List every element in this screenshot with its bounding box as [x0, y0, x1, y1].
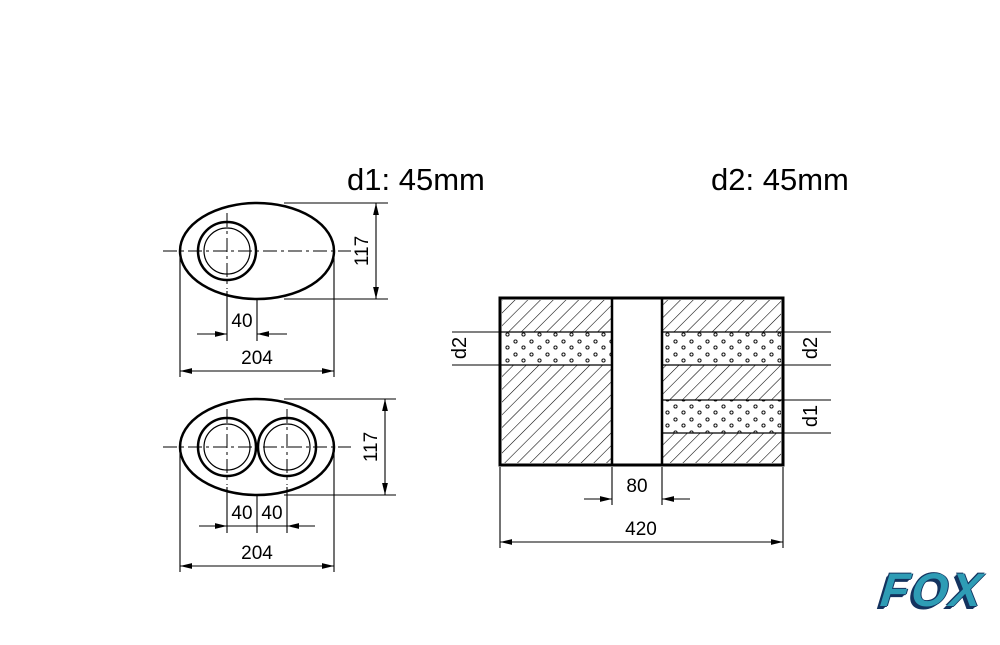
dim-offset-top: 40 — [231, 311, 252, 332]
oval-shell — [178, 201, 336, 301]
hatch-area — [502, 365, 612, 463]
chamber-channel — [613, 299, 661, 464]
hatch-area — [662, 365, 781, 400]
longitudinal-section: d2 d2 d1 80 420 — [449, 296, 831, 548]
cross-section-twin-pipe: 117 40 40 204 — [163, 397, 396, 572]
dim-width-top: 204 — [241, 348, 273, 369]
dim-offset-left: 40 — [231, 503, 252, 524]
dim-body-length: 420 — [625, 519, 657, 540]
spec-d2-label: d2: 45mm — [711, 162, 849, 197]
dim-width-bottom: 204 — [241, 543, 273, 564]
dim-height-bottom: 117 — [361, 432, 382, 462]
dim-height-top: 117 — [352, 236, 373, 266]
dim-offset-right: 40 — [261, 503, 282, 524]
perforation-area — [502, 332, 612, 365]
pipe-right-outer — [256, 416, 318, 478]
pipe-left-outer — [196, 416, 258, 478]
hatch-area — [662, 433, 781, 463]
port-label-d2-left: d2 — [449, 337, 471, 359]
fox-logo: FOX — [878, 563, 987, 616]
port-label-d2-right: d2 — [800, 337, 822, 359]
body-outline — [498, 296, 785, 467]
pipe-left-inner — [203, 423, 251, 471]
oval-shell — [178, 397, 336, 497]
spec-d1-label: d1: 45mm — [347, 162, 485, 197]
perforation-area — [662, 400, 781, 433]
port-label-d1-right: d1 — [800, 405, 822, 427]
cross-section-single-pipe: 117 40 204 — [163, 201, 388, 377]
dim-chamber-width: 80 — [626, 476, 647, 497]
hatch-area — [662, 300, 781, 332]
pipe-inner — [203, 227, 251, 275]
pipe-outer — [196, 220, 258, 282]
pipe-right-inner — [263, 423, 311, 471]
hatch-area — [502, 300, 612, 332]
perforation-area — [662, 332, 781, 365]
